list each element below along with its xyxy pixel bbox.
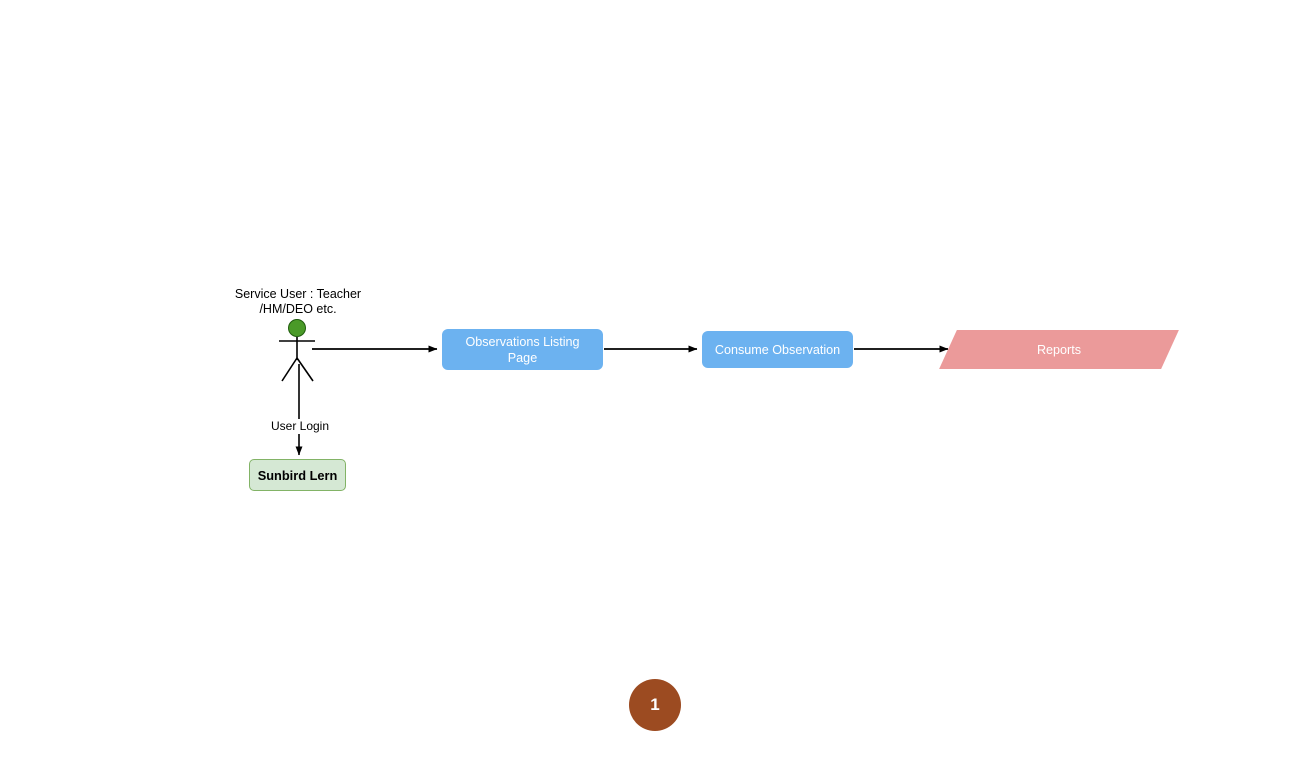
- edge-label-user-login: User Login: [258, 419, 342, 434]
- node-label: Reports: [1036, 342, 1082, 357]
- node-observations-listing-page[interactable]: Observations Listing Page: [442, 329, 603, 370]
- node-reports[interactable]: Reports: [939, 330, 1179, 369]
- page-number-badge: 1: [629, 679, 681, 731]
- actor-leg-right-line: [296, 357, 314, 382]
- actor-head-icon: [288, 319, 306, 337]
- actor-caption: Service User : Teacher /HM/DEO etc.: [234, 287, 362, 316]
- node-consume-observation[interactable]: Consume Observation: [702, 331, 853, 368]
- node-label: Observations Listing Page: [465, 334, 580, 365]
- service-user-actor-figure: [279, 319, 315, 382]
- node-sunbird-lern[interactable]: Sunbird Lern: [249, 459, 346, 491]
- actor-leg-left-line: [281, 357, 298, 382]
- node-label: Sunbird Lern: [257, 467, 338, 483]
- node-label: Consume Observation: [714, 342, 841, 357]
